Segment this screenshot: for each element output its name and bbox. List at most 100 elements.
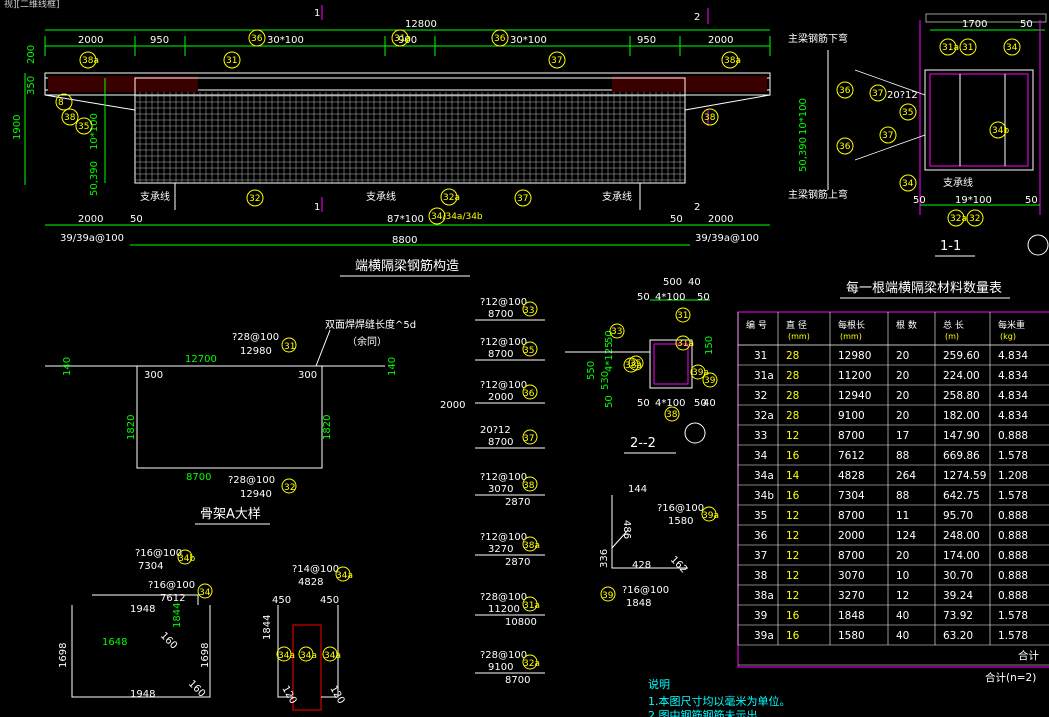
sec1-bubble-37: 37	[879, 126, 897, 144]
framea-bubble-32: 32	[284, 483, 295, 493]
elevation-bubble-37: 37	[514, 189, 532, 207]
svg-text:1848: 1848	[838, 610, 865, 622]
section-1-1: 1700 50 主梁钢筋下弯 主梁钢筋上弯 10*100 50,390 50 1…	[788, 13, 1049, 257]
svg-text:31: 31	[677, 311, 688, 321]
bar-35-len: 8700	[488, 349, 513, 360]
svg-text:38a: 38a	[82, 56, 99, 66]
svg-text:30.70: 30.70	[943, 570, 973, 582]
bar34a-1844: 1844	[262, 615, 273, 640]
svg-text:2870: 2870	[505, 497, 530, 508]
svg-text:0.888: 0.888	[998, 510, 1028, 522]
section-mark-2-top: 2	[694, 12, 700, 23]
elevation-bubble-35: 35	[75, 117, 93, 135]
svg-text:1.578: 1.578	[998, 630, 1028, 642]
viewport-tab-label[interactable]: 视][二维线框]	[0, 0, 64, 11]
framea-bottom-dim: 8700	[186, 472, 211, 483]
framea-top-label: ?28@100	[232, 332, 279, 343]
bar39a-336: 336	[599, 549, 610, 568]
sec1-main-down: 主梁钢筋下弯	[788, 32, 848, 45]
elev-left-350: 350	[26, 76, 37, 95]
svg-text:12: 12	[896, 590, 909, 602]
bar39a-428: 428	[632, 560, 651, 571]
svg-text:88: 88	[896, 450, 909, 462]
svg-text:37: 37	[551, 56, 562, 66]
bar34b-1648: 1648	[102, 637, 127, 648]
elevation-top-total: 12800	[405, 19, 437, 30]
svg-text:0.888: 0.888	[998, 430, 1028, 442]
section-mark-1-top: 1	[314, 8, 320, 19]
bar-38-len: 3070	[488, 484, 513, 495]
bar39-len: 1848	[626, 598, 651, 609]
bar34b-160-b: 160	[186, 678, 207, 699]
flange-hatch-right	[612, 76, 767, 92]
elev-rebar-note-left: 39/39a@100	[60, 233, 124, 244]
framea-top-dim: 12700	[185, 354, 217, 365]
svg-text:37: 37	[872, 89, 883, 99]
bar-31a-len: 11200	[488, 604, 520, 615]
svg-text:0.888: 0.888	[998, 530, 1028, 542]
sec2-bottom-40: 40	[703, 398, 716, 409]
elevation-bubble-38: 38	[61, 108, 79, 126]
svg-text:39: 39	[602, 591, 614, 601]
svg-text:34a: 34a	[278, 651, 295, 661]
elev-dim-2000-r: 2000	[708, 35, 733, 46]
framea-300-l: 300	[144, 370, 163, 381]
svg-text:31a: 31a	[394, 34, 411, 44]
svg-text:31a: 31a	[523, 601, 540, 611]
bar34b-label: ?16@100	[135, 548, 182, 559]
svg-text:39.24: 39.24	[943, 590, 973, 602]
svg-text:32a: 32a	[950, 214, 967, 224]
sec1-bubble-34: 34	[899, 174, 917, 192]
svg-text:1.578: 1.578	[998, 450, 1028, 462]
elevation-view: 12800 2000 950 900 950 2000 30*100 30*10…	[12, 5, 771, 277]
svg-text:38: 38	[523, 481, 535, 491]
svg-text:39a: 39a	[754, 630, 774, 642]
support-label-mid: 支承线	[366, 190, 396, 203]
svg-text:34a: 34a	[324, 651, 341, 661]
table-title: 每一根端横隔梁材料数量表	[846, 280, 1002, 296]
framea-bottom-len: 12940	[240, 489, 272, 500]
sec2-bubble-38: 38	[664, 406, 680, 422]
sec2-right-150: 150	[704, 336, 715, 355]
svg-text:10: 10	[896, 570, 909, 582]
svg-text:直 径: 直 径	[786, 319, 807, 331]
sec1-hatch	[854, 69, 926, 161]
sec2-bottom-50: 50	[637, 398, 650, 409]
svg-text:34b: 34b	[754, 490, 774, 502]
bar34b-1948-top: 1948	[130, 604, 155, 615]
sec1-bubble-35: 35	[899, 103, 917, 121]
framea-weld-note: 双面焊焊缝长度^5d	[325, 318, 416, 331]
svg-text:0.888: 0.888	[998, 550, 1028, 562]
notes-line-2: 2.图中钢筋钢筋未示出	[648, 708, 758, 717]
svg-text:根 数: 根 数	[896, 319, 917, 331]
svg-text:38a: 38a	[625, 361, 642, 371]
elev-spacing-left: 30*100	[267, 35, 304, 46]
notes: 说明 1.本图尺寸均以毫米为单位。 2.图中钢筋钢筋未示出	[648, 677, 791, 717]
svg-text:2870: 2870	[505, 557, 530, 568]
framea-1820-r: 1820	[322, 415, 333, 440]
svg-text:16: 16	[786, 450, 800, 462]
svg-text:35: 35	[78, 122, 89, 132]
svg-text:12: 12	[786, 550, 799, 562]
framea-1820-l: 1820	[126, 415, 137, 440]
svg-text:7304: 7304	[838, 490, 865, 502]
elevation-bubble-37: 37	[548, 51, 566, 69]
elevation-bubble-36: 36	[491, 29, 509, 47]
svg-text:16: 16	[786, 610, 800, 622]
svg-text:12: 12	[786, 570, 799, 582]
elevation-bubble-32a: 32a	[440, 188, 460, 206]
svg-text:34b: 34b	[992, 126, 1009, 136]
svg-text:17: 17	[896, 430, 909, 442]
svg-text:38: 38	[754, 570, 767, 582]
bar39a-162: 162	[668, 554, 689, 575]
elevation-bubble-31: 31	[223, 51, 241, 69]
svg-text:40: 40	[896, 630, 909, 642]
